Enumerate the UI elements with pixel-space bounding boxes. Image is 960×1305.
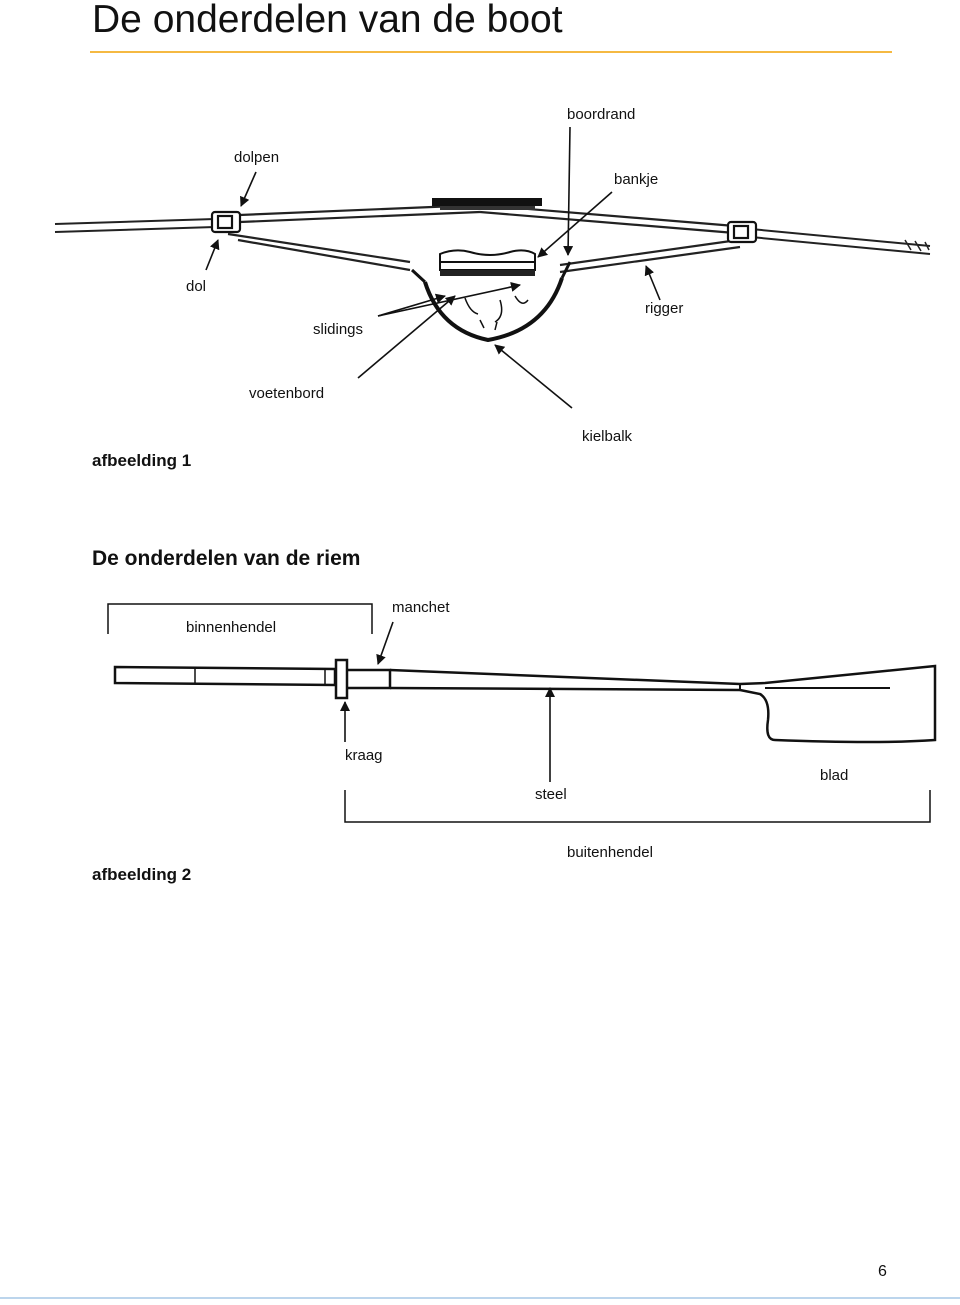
- label-steel: steel: [535, 786, 567, 803]
- boat-center-bar: [432, 198, 542, 206]
- page-title: De onderdelen van de boot: [92, 0, 563, 41]
- label-binnenhendel: binnenhendel: [186, 619, 277, 636]
- label-boordrand: boordrand: [567, 106, 636, 123]
- title-underline: [90, 51, 892, 53]
- label-kraag: kraag: [345, 747, 383, 764]
- label-buitenhendel: buitenhendel: [567, 844, 653, 861]
- section-title-riem: De onderdelen van de riem: [92, 547, 361, 570]
- label-slidings: slidings: [313, 321, 364, 338]
- oarlock-left: [210, 210, 242, 234]
- label-rigger: rigger: [645, 300, 684, 317]
- page-number: 6: [878, 1263, 887, 1280]
- boat-hull: [410, 249, 572, 343]
- oar-diagram: [107, 603, 937, 823]
- label-manchet: manchet: [392, 599, 450, 616]
- oarlock-right: [726, 220, 758, 244]
- label-voetenbord: voetenbord: [249, 385, 325, 402]
- boat-oars: [54, 218, 931, 255]
- figure1-caption: afbeelding 1: [92, 451, 192, 470]
- footer-rule: [0, 1297, 960, 1299]
- label-dolpen: dolpen: [234, 149, 280, 166]
- figure2-caption: afbeelding 2: [92, 865, 192, 884]
- label-kielbalk: kielbalk: [582, 428, 633, 445]
- label-dol: dol: [186, 278, 207, 295]
- label-blad: blad: [820, 767, 849, 784]
- label-bankje: bankje: [614, 171, 659, 188]
